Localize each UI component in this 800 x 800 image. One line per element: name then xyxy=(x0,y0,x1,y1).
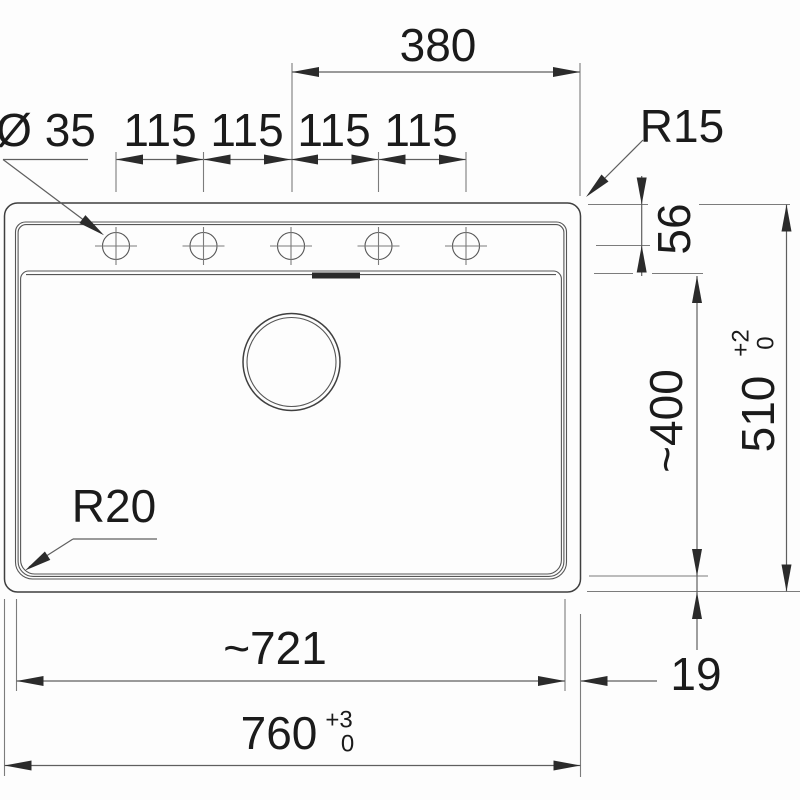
dim-760: 760 +3 0 xyxy=(3,599,582,777)
sink-rim-inner-edge-outer xyxy=(14,221,568,580)
dim-510: 510 +2 0 xyxy=(587,204,800,593)
dim-400: ~400 xyxy=(589,272,708,577)
tap-hole-3 xyxy=(270,227,312,265)
label-760-tol-lower: 0 xyxy=(341,731,354,758)
dim-115-row: 115 115 115 115 xyxy=(115,104,467,192)
dim-hole-diameter-leader: Ø 35 xyxy=(0,104,104,236)
label-r20: R20 xyxy=(72,480,156,532)
label-721: ~721 xyxy=(223,622,327,674)
overflow-slot xyxy=(312,272,360,279)
label-400: ~400 xyxy=(640,369,692,473)
dim-19: 19 xyxy=(580,576,722,700)
label-r15: R15 xyxy=(640,100,724,152)
label-56: 56 xyxy=(648,203,700,254)
label-760-tol-upper: +3 xyxy=(325,707,352,734)
sink-bowl-outline xyxy=(20,270,562,575)
tap-hole-4 xyxy=(357,227,400,265)
arrow-left xyxy=(292,67,319,77)
dim-56: 56 xyxy=(588,176,790,276)
label-19: 19 xyxy=(670,648,721,700)
leader-arrow xyxy=(25,551,51,571)
label-510-tol-upper: +2 xyxy=(728,329,755,356)
sink-body xyxy=(3,202,582,593)
sink-outer-outline xyxy=(3,202,582,593)
tap-hole-2 xyxy=(182,227,225,265)
dim-r20-leader: R20 xyxy=(25,480,157,571)
tap-holes xyxy=(95,227,487,265)
label-115-4: 115 xyxy=(384,104,457,156)
dim-721: ~721 xyxy=(15,599,566,691)
leader-arrow xyxy=(586,174,609,197)
drain-circle xyxy=(242,312,341,412)
tap-hole-1 xyxy=(95,227,137,265)
tap-hole-5 xyxy=(445,227,487,265)
leader-arrow xyxy=(79,215,104,236)
label-115-1: 115 xyxy=(123,104,196,156)
label-510-tol-lower: 0 xyxy=(753,336,780,349)
label-115-2: 115 xyxy=(210,104,283,156)
sink-rim-inner-edge-inner xyxy=(17,224,565,577)
arrow-right xyxy=(553,67,580,77)
label-380: 380 xyxy=(400,19,477,71)
dim-380: 380 xyxy=(291,19,581,196)
label-hole-diameter: Ø 35 xyxy=(0,104,96,156)
label-115-3: 115 xyxy=(297,104,370,156)
dim-r15-leader: R15 xyxy=(586,100,724,197)
label-510: 510 xyxy=(732,376,784,453)
label-760: 760 xyxy=(241,707,318,759)
